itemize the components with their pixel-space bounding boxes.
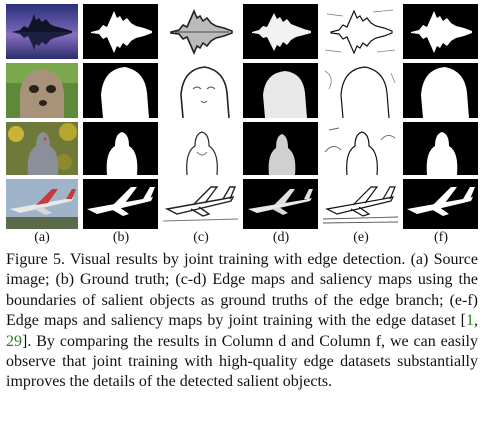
figure-caption: Figure 5. Visual results by joint traini…	[6, 250, 478, 393]
column-label-c: (c)	[193, 230, 209, 245]
row2-saliency-map-f	[403, 63, 478, 118]
caption-text-1: Figure 5. Visual results by joint traini…	[6, 251, 478, 330]
row1-edge-map-c	[163, 4, 238, 59]
row3-ground-truth	[83, 122, 158, 175]
row1-ground-truth	[83, 4, 158, 59]
row3-edge-map-e	[323, 122, 398, 175]
row1-edge-map-e	[323, 4, 398, 59]
figure-grid	[6, 4, 478, 229]
column-label-a: (a)	[34, 230, 50, 245]
row2-ground-truth	[83, 63, 158, 118]
column-label-e: (e)	[353, 230, 369, 245]
row2-edge-map-c	[163, 63, 238, 118]
citation-link-29[interactable]: 29	[6, 332, 22, 350]
citation-link-1[interactable]: 1	[466, 312, 474, 330]
caption-separator: ,	[474, 312, 478, 330]
column-label-f: (f)	[434, 230, 448, 245]
row1-saliency-map-d	[243, 4, 318, 59]
row4-edge-map-c	[163, 179, 238, 229]
column-label-b: (b)	[112, 230, 130, 245]
row3-edge-map-c	[163, 122, 238, 175]
row4-saliency-map-d	[243, 179, 318, 229]
row3-saliency-map-d	[243, 122, 318, 175]
row4-source-image	[6, 179, 78, 229]
row1-source-image	[6, 4, 78, 59]
row1-saliency-map-f	[403, 4, 478, 59]
row2-source-image	[6, 63, 78, 118]
row3-source-image	[6, 122, 78, 175]
row2-edge-map-e	[323, 63, 398, 118]
column-label-d: (d)	[272, 230, 290, 245]
row3-saliency-map-f	[403, 122, 478, 175]
row4-edge-map-e	[323, 179, 398, 229]
row2-saliency-map-d	[243, 63, 318, 118]
row4-saliency-map-f	[403, 179, 478, 229]
row4-ground-truth	[83, 179, 158, 229]
caption-text-2: ]. By comparing the results in Column d …	[6, 332, 478, 391]
